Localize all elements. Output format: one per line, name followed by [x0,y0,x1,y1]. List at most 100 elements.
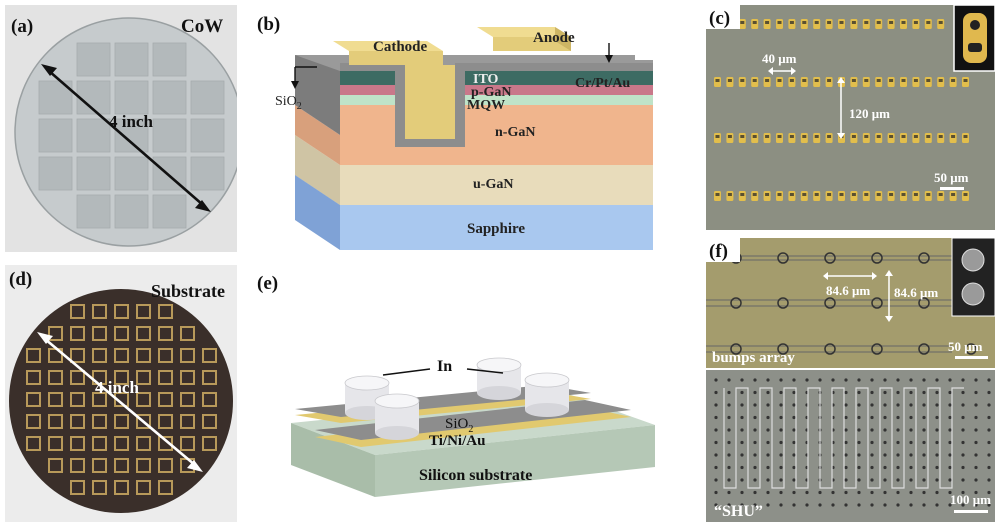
dot [961,490,965,495]
panel-d: (d) Substrate 4 inch [5,265,237,522]
dot [922,465,926,470]
dot [714,465,718,470]
dot [948,428,952,432]
chip-pad [777,193,782,196]
silicon-substrate [375,425,655,497]
die-grid [38,42,225,229]
chip-pad [740,135,745,138]
die [180,436,195,451]
cr-pt-au-label: Cr/Pt/Au [575,76,630,91]
chip-pad [851,79,856,82]
dot [766,490,770,495]
die [202,370,217,385]
die [76,42,111,77]
die [158,304,173,319]
dot [753,453,757,457]
panel-e-svg: (e) In SiO2 Ti/Ni/Au Silicon substrate [257,273,655,497]
dot [753,478,757,482]
dot [974,415,978,420]
dot [766,478,770,482]
die [158,436,173,451]
dot [922,453,926,457]
indium-label: In [437,358,452,375]
chip-pad [839,193,844,196]
die [158,370,173,385]
die [114,370,129,385]
dot [727,453,731,457]
chip-pad [814,79,819,82]
dot [779,440,783,445]
dot [935,440,939,445]
dot [792,378,796,382]
chip-pad [740,79,745,82]
chip-pad [715,79,720,82]
chip-pad [889,79,894,82]
chip-pad [951,193,956,196]
dot [753,378,757,382]
dot [922,478,926,482]
panel-d-label: (d) [9,269,32,290]
chip-pad [752,193,757,196]
dot [779,390,783,395]
chip-pad [889,193,894,196]
dot [961,503,965,507]
chip-pad [864,193,869,196]
led-chip-array [714,19,969,201]
bump [777,343,789,355]
pitch-x-label-c: 40 μm [762,51,797,66]
panel-c-svg: (c) 40 μm 120 μm 50 μm [706,5,995,230]
die [136,370,151,385]
dot [883,503,887,507]
panel-c-label: (c) [709,8,730,29]
die [180,348,195,363]
dot [961,403,965,407]
dot [909,503,913,507]
dot [753,490,757,495]
bump-rows [706,252,977,355]
chip-pad [901,135,906,138]
dot [766,453,770,457]
chip-pad [727,79,732,82]
chip-pad [951,79,956,82]
dot [883,465,887,470]
arrow-head-icon [885,270,893,276]
die [76,156,111,191]
panel-d-diameter: 4 inch [95,378,139,397]
dot [896,440,900,445]
dot [727,403,731,407]
bump [918,343,930,355]
dot [753,415,757,420]
cathode-electrode [349,51,443,65]
chip-pad [814,21,819,24]
dot [883,403,887,407]
chip-pad [740,21,745,24]
dot [987,378,991,382]
dot [974,453,978,457]
dot [948,490,952,495]
chip-pad [839,21,844,24]
shu-trace-grid [714,378,991,507]
die [136,436,151,451]
arrow-head-icon [837,77,845,83]
chip-pad [827,79,832,82]
indium-bump [476,357,522,400]
bump-die-grid [26,304,217,495]
dot [948,503,952,507]
dot [857,503,861,507]
dot [792,428,796,432]
dot [805,378,809,382]
dot [727,390,731,395]
chip-pad [765,193,770,196]
dot [857,453,861,457]
die [136,480,151,495]
chip-pad [889,21,894,24]
chip-pad [926,79,931,82]
dot [948,390,952,395]
die [136,392,151,407]
dot [740,503,744,507]
dot [766,390,770,395]
dot [870,390,874,395]
dot [805,490,809,495]
dot [909,428,913,432]
dot [766,465,770,470]
